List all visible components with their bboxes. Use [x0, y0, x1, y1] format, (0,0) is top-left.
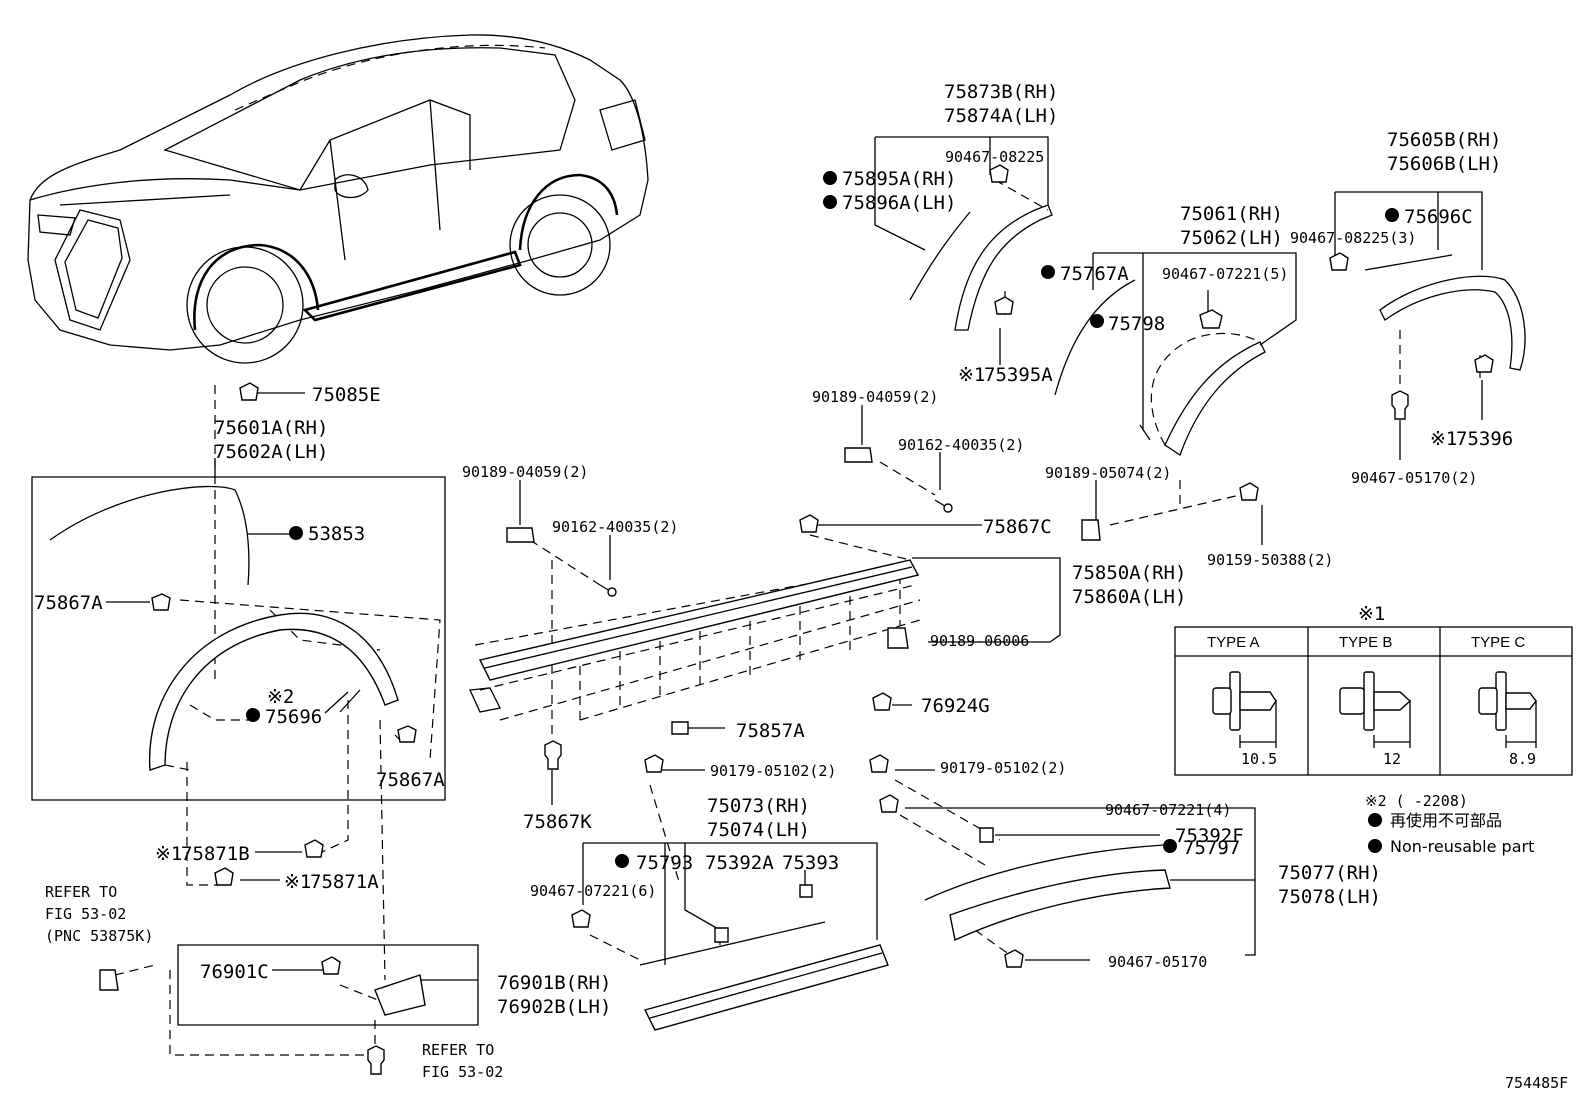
label-75874A: 75874A(LH): [944, 105, 1058, 127]
label-75871B: 75871B: [181, 843, 250, 865]
label-90467-08225-3: 90467-08225(3): [1290, 229, 1416, 247]
label-ref-mark-75871B: ※1: [155, 843, 182, 865]
refer-notes: REFER TO FIG 53-02 (PNC 53875K) REFER TO…: [45, 883, 503, 1081]
label-75393: 75393: [782, 852, 839, 874]
label-75396: 75396: [1456, 428, 1513, 450]
label-75605B: 75605B(RH): [1387, 129, 1501, 151]
label-90179-05102-left: 90179-05102(2): [710, 762, 836, 780]
clip-dim-c: 8.9: [1509, 750, 1536, 768]
part-shapes: [49, 164, 1526, 1075]
label-75392A: 75392A: [705, 852, 774, 874]
label-90467-07221-4: 90467-07221(4): [1105, 801, 1231, 819]
label-ref-mark-75395A: ※1: [958, 364, 985, 386]
label-75061: 75061(RH): [1180, 203, 1283, 225]
clip-dim-b: 12: [1383, 750, 1401, 768]
label-75696C: 75696C: [1404, 206, 1473, 228]
label-75867C: 75867C: [983, 516, 1052, 538]
clip-header-c: TYPE C: [1471, 634, 1525, 651]
label-75601A: 75601A(RH): [214, 417, 328, 439]
label-90467-05170: 90467-05170: [1108, 953, 1207, 971]
label-90189-04059-left: 90189-04059(2): [462, 463, 588, 481]
clip-type-c-icon: [1478, 671, 1537, 748]
label-90162-40035-left: 90162-40035(2): [552, 518, 678, 536]
label-75767A: 75767A: [1060, 263, 1129, 285]
legend-note2: ※2 ( -2208): [1365, 792, 1468, 810]
label-90467-05170-2: 90467-05170(2): [1351, 469, 1477, 487]
legend-non-reusable-jp: 再使用不可部品: [1390, 811, 1502, 830]
label-75860A: 75860A(LH): [1072, 586, 1186, 608]
label-76901B: 76901B(RH): [497, 972, 611, 994]
label-75395A: 75395A: [984, 364, 1053, 386]
label-75073: 75073(RH): [707, 795, 810, 817]
label-90162-40035-right: 90162-40035(2): [898, 436, 1024, 454]
label-76901C: 76901C: [200, 961, 269, 983]
label-75606B: 75606B(LH): [1387, 153, 1501, 175]
label-75062: 75062(LH): [1180, 227, 1283, 249]
refer-b-line2: FIG 53-02: [422, 1063, 503, 1081]
label-90179-05102-right: 90179-05102(2): [940, 759, 1066, 777]
legend: ※2 ( -2208) 再使用不可部品 Non-reusable part: [1365, 792, 1534, 856]
label-75871A: 75871A: [310, 871, 379, 893]
leader-lines: [31, 136, 1483, 1056]
diagram-id: 754485F: [1505, 1074, 1568, 1092]
label-90467-07221-5: 90467-07221(5): [1162, 265, 1288, 283]
refer-a-line3: (PNC 53875K): [45, 927, 153, 945]
label-75798: 75798: [1108, 313, 1165, 335]
refer-a-line1: REFER TO: [45, 883, 117, 901]
label-53853: 53853: [308, 523, 365, 545]
label-90189-06006: 90189-06006: [930, 632, 1029, 650]
label-75896A: 75896A(LH): [842, 192, 956, 214]
label-75078: 75078(LH): [1278, 886, 1381, 908]
label-90467-08225: 90467-08225: [945, 148, 1044, 166]
label-90189-05074: 90189-05074(2): [1045, 464, 1171, 482]
label-75867A-top: 75867A: [34, 592, 103, 614]
legend-non-reusable-en: Non-reusable part: [1390, 837, 1534, 856]
clip-table-mark: ※1: [1358, 603, 1385, 625]
clip-type-b-icon: [1339, 671, 1412, 748]
label-76924G: 76924G: [921, 695, 990, 717]
label-75857A: 75857A: [736, 720, 805, 742]
label-90467-07221-6: 90467-07221(6): [530, 882, 656, 900]
label-75797: 75797: [1183, 837, 1240, 859]
label-75850A: 75850A(RH): [1072, 562, 1186, 584]
label-75074: 75074(LH): [707, 819, 810, 841]
label-75867K: 75867K: [523, 811, 592, 833]
label-75873B: 75873B(RH): [944, 81, 1058, 103]
label-75867A-bottom: 75867A: [376, 769, 445, 791]
label-ref-mark-75871A: ※1: [284, 871, 311, 893]
label-75392F: 75392F: [1175, 825, 1244, 847]
label-ref-mark-75396: ※1: [1430, 428, 1457, 450]
clip-type-a-icon: [1212, 671, 1277, 748]
clip-header-a: TYPE A: [1207, 634, 1260, 651]
clip-dim-a: 10.5: [1241, 750, 1277, 768]
label-75602A: 75602A(LH): [214, 441, 328, 463]
label-90159-50388: 90159-50388(2): [1207, 551, 1333, 569]
vehicle-illustration: [27, 34, 649, 364]
part-labels: 75873B(RH) 75874A(LH) 90467-08225 75895A…: [34, 81, 1513, 1018]
label-note2-mark: ※2: [267, 686, 294, 708]
refer-b-line1: REFER TO: [422, 1041, 494, 1059]
label-75793: 75793: [636, 852, 693, 874]
label-75077: 75077(RH): [1278, 862, 1381, 884]
clip-type-table: ※1 TYPE A TYPE B TYPE C 10.5 12: [1174, 603, 1573, 776]
label-75085E: 75085E: [312, 384, 381, 406]
clip-header-b: TYPE B: [1339, 634, 1392, 651]
label-76902B: 76902B(LH): [497, 996, 611, 1018]
label-75895A: 75895A(RH): [842, 168, 956, 190]
refer-a-line2: FIG 53-02: [45, 905, 126, 923]
non-reusable-markers: [246, 171, 1399, 868]
label-90189-04059-right: 90189-04059(2): [812, 388, 938, 406]
label-75696: 75696: [265, 706, 322, 728]
